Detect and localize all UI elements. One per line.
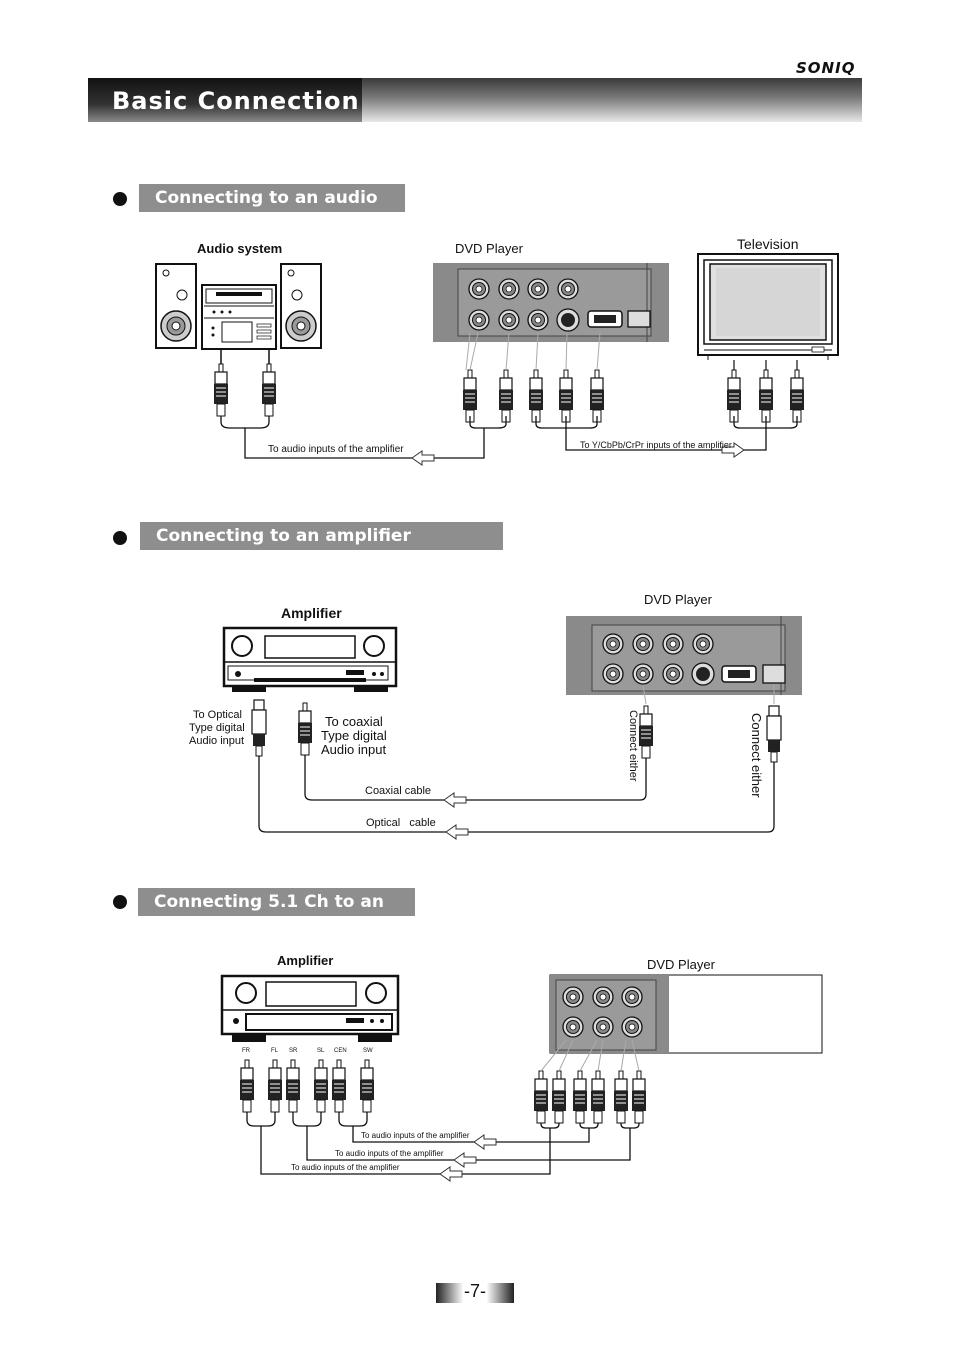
coaxial-plug-icon [297, 702, 313, 756]
rca-plug-icon [261, 363, 277, 417]
audio-inputs-caption-3: To audio inputs of the amplifier [291, 1163, 400, 1172]
television-icon [697, 253, 839, 360]
arrow-left-icon [411, 450, 435, 466]
television-label: Television [737, 236, 799, 252]
section-title-amplifier: Connecting to an amplifier equipped Syst… [140, 522, 503, 574]
optical-input-line3: Audio input [189, 735, 245, 747]
optical-plug-icon [251, 699, 267, 757]
rca-plug-icon [313, 1059, 329, 1113]
channel-label: FL [271, 1048, 279, 1054]
rca-plug-icon [726, 369, 742, 423]
arrow-left-icon [439, 1166, 463, 1182]
rca-plug-icon [267, 1059, 283, 1113]
rca-plug-icon [359, 1059, 375, 1113]
rca-plug-icon [498, 369, 514, 423]
audio-system-unit-icon [201, 284, 277, 350]
rca-plug-icon [528, 369, 544, 423]
optical-cable-label: Optical cable [366, 817, 436, 829]
rca-plug-icon [551, 1070, 567, 1124]
bullet-icon [113, 192, 127, 206]
coaxial-plug-icon [638, 705, 654, 759]
dvd-player-label: DVD Player [647, 957, 715, 972]
dvd-rear-panel-icon [433, 263, 669, 342]
audio-inputs-caption-1: To audio inputs of the amplifier [361, 1131, 470, 1140]
ycbcr-inputs-caption: To Y/CbPb/CrPr inputs of the amplifier [580, 440, 732, 450]
channel-label: FR [242, 1048, 250, 1054]
left-speaker-icon [155, 263, 197, 349]
rca-plug-icon [533, 1070, 549, 1124]
coaxial-input-line3: Audio input [321, 742, 387, 757]
header-tab [88, 78, 362, 122]
rca-plug-icon [590, 1070, 606, 1124]
connect-either-optical: Connect either [749, 713, 764, 798]
rca-plug-icon [285, 1059, 301, 1113]
rca-plug-icon [462, 369, 478, 423]
bullet-icon [113, 531, 127, 545]
brand-logo: SONIQ [796, 59, 856, 77]
audio-system-label: Audio system [197, 241, 283, 256]
channel-label: SW [363, 1048, 373, 1054]
optical-plug-icon [766, 705, 782, 763]
audio-inputs-caption: To audio inputs of the amplifier [268, 444, 404, 455]
rca-plug-icon [758, 369, 774, 423]
section-title-audio: Connecting to an audio system [139, 184, 405, 236]
coaxial-input-line1: To coaxial [325, 714, 383, 729]
arrow-left-icon [473, 1134, 497, 1150]
amplifier-label: Amplifier [277, 953, 334, 968]
right-speaker-icon [280, 263, 322, 349]
arrow-left-icon [443, 792, 467, 808]
optical-input-line2: Type digital [189, 722, 245, 734]
connect-either-coaxial: Connect either [627, 710, 639, 782]
dvd-player-label: DVD Player [455, 241, 523, 256]
rca-plug-icon [613, 1070, 629, 1124]
dvd-player-label: DVD Player [644, 592, 712, 607]
audio-inputs-caption-2: To audio inputs of the amplifier [335, 1149, 444, 1158]
arrow-left-icon [445, 824, 469, 840]
rca-plug-icon [239, 1059, 255, 1113]
rca-plug-icon [631, 1070, 647, 1124]
dvd-rear-panel-icon [566, 616, 802, 695]
amplifier-icon [222, 626, 398, 692]
rca-plug-icon [331, 1059, 347, 1113]
page-number: -7- [464, 1281, 486, 1301]
page-title: Basic Connection [112, 87, 360, 115]
rca-plug-icon [589, 369, 605, 423]
page-number-box [436, 1283, 514, 1303]
rca-plug-icon [213, 363, 229, 417]
channel-label: CEN [334, 1048, 347, 1054]
rca-plug-icon [572, 1070, 588, 1124]
dvd-rear-panel-icon [549, 974, 823, 1054]
coaxial-cable-label: Coaxial cable [365, 785, 432, 797]
amplifier-icon [220, 974, 400, 1042]
bullet-icon [113, 895, 127, 909]
amplifier-label: Amplifier [281, 605, 342, 621]
channel-label: SL [317, 1048, 325, 1054]
section-title-51ch: Connecting 5.1 Ch to an amplifier [138, 888, 415, 940]
rca-plug-icon [558, 369, 574, 423]
rca-plug-icon [789, 369, 805, 423]
channel-label: SR [289, 1048, 298, 1054]
optical-input-line1: To Optical [193, 709, 242, 721]
arrow-left-icon [453, 1152, 477, 1168]
coaxial-input-line2: Type digital [321, 728, 387, 743]
